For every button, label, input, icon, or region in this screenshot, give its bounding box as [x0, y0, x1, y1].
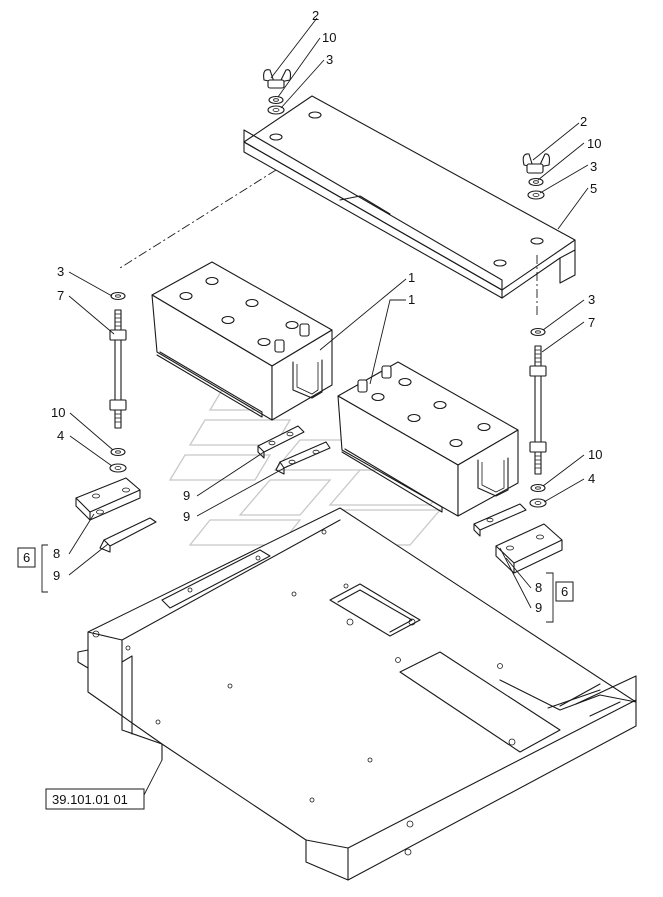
- leader-lines: [68, 17, 589, 798]
- group-box-left: 6: [17, 547, 36, 568]
- battery-lower: [337, 361, 519, 517]
- callout-1-lower: 1: [408, 292, 415, 307]
- callout-3-rod-right: 3: [588, 292, 595, 307]
- battery-upper: [151, 261, 333, 421]
- threaded-rod-right: [529, 327, 547, 508]
- callout-9-mid-upper: 9: [183, 488, 190, 503]
- callout-9-right: 9: [535, 600, 542, 615]
- wing-nut-left: [263, 69, 292, 115]
- callout-9-mid-lower: 9: [183, 509, 190, 524]
- callout-10-rod-right: 10: [588, 447, 602, 462]
- callout-1-upper: 1: [408, 270, 415, 285]
- group-box-right: 6: [555, 581, 574, 602]
- callout-3-right: 3: [590, 159, 597, 174]
- clamp-left-set: [75, 477, 157, 553]
- threaded-rod-left: [109, 291, 127, 473]
- callout-3-left: 3: [326, 52, 333, 67]
- clamp-middle-lower: [275, 441, 331, 475]
- clamp-middle-upper: [257, 425, 305, 459]
- group-bracket-left: [41, 544, 48, 593]
- callout-8-right: 8: [535, 580, 542, 595]
- battery-tray: [77, 507, 637, 881]
- callout-10-rod-left: 10: [51, 405, 65, 420]
- callout-10-right: 10: [587, 136, 601, 151]
- callout-4-right: 4: [588, 471, 595, 486]
- callout-7-left: 7: [57, 288, 64, 303]
- group-box-right-label: 6: [561, 584, 568, 599]
- callout-10-left: 10: [322, 30, 336, 45]
- callout-2-right: 2: [580, 114, 587, 129]
- callout-8-left: 8: [53, 546, 60, 561]
- callout-2-left: 2: [312, 8, 319, 23]
- reference-box: 39.101.01 01: [45, 788, 145, 810]
- callout-9-left: 9: [53, 568, 60, 583]
- clamp-right-set: [473, 503, 563, 574]
- callout-4-left: 4: [57, 428, 64, 443]
- wing-nut-right: [522, 153, 551, 200]
- group-box-left-label: 6: [23, 550, 30, 565]
- center-lines: [119, 169, 538, 318]
- callout-7-right: 7: [588, 315, 595, 330]
- hold-down-bar: [243, 95, 576, 299]
- callout-3-rod-left: 3: [57, 264, 64, 279]
- reference-label: 39.101.01 01: [52, 792, 128, 807]
- callout-5: 5: [590, 181, 597, 196]
- group-bracket-right: [546, 572, 554, 623]
